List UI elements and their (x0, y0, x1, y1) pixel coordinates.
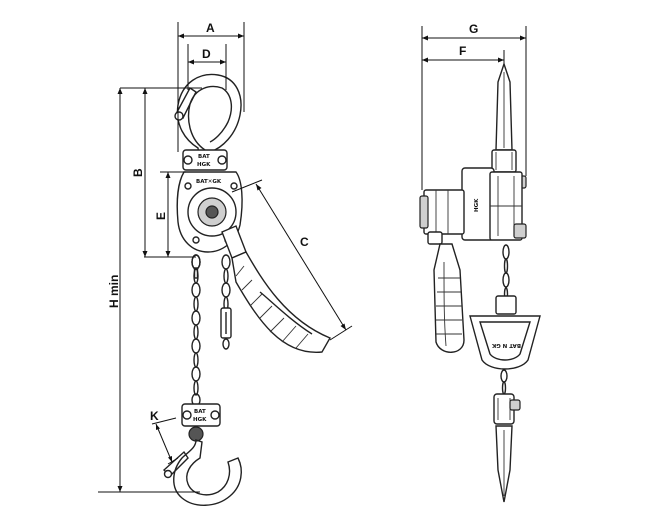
side-lower-assembly (493, 369, 521, 503)
bottom-block: BAT HGK (181, 403, 221, 442)
side-body: HGK (461, 167, 527, 241)
top-block-brand-1: BAT (198, 154, 210, 160)
dim-label-f: F (459, 44, 466, 58)
load-chain (191, 254, 201, 407)
dim-label-k: K (150, 409, 159, 423)
dim-label-h: H min (107, 275, 121, 308)
dim-label-e: E (154, 212, 168, 220)
side-body-brand: HGK (474, 198, 480, 212)
dim-label-b: B (131, 168, 145, 177)
slack-chain (220, 254, 232, 350)
side-swivel-hook: BAT N GK (469, 295, 541, 370)
top-block-brand-2: HGK (197, 162, 211, 168)
dim-label-c: C (300, 235, 309, 249)
top-block: BAT HGK (182, 149, 228, 171)
bottom-block-brand-2: HGK (193, 417, 207, 423)
side-top-hook (495, 61, 513, 151)
side-chain (502, 244, 510, 301)
front-dimensions: A D B E H min (98, 21, 353, 493)
body-brand: BAT✕GK (196, 179, 222, 185)
side-hook-brand: BAT N GK (491, 342, 521, 348)
lever-handle (221, 225, 332, 353)
bottom-hook (162, 439, 242, 506)
side-ratchet-knob (419, 189, 465, 245)
side-handle (433, 243, 465, 353)
bottom-block-brand-1: BAT (194, 409, 206, 415)
top-hook (174, 73, 242, 161)
side-dimensions: G F (421, 22, 527, 190)
side-view: HGK (419, 22, 541, 503)
dim-label-d: D (202, 47, 211, 61)
front-view: BAT HGK BAT✕GK (98, 21, 353, 506)
dim-label-g: G (469, 22, 478, 36)
dim-label-a: A (206, 21, 215, 35)
